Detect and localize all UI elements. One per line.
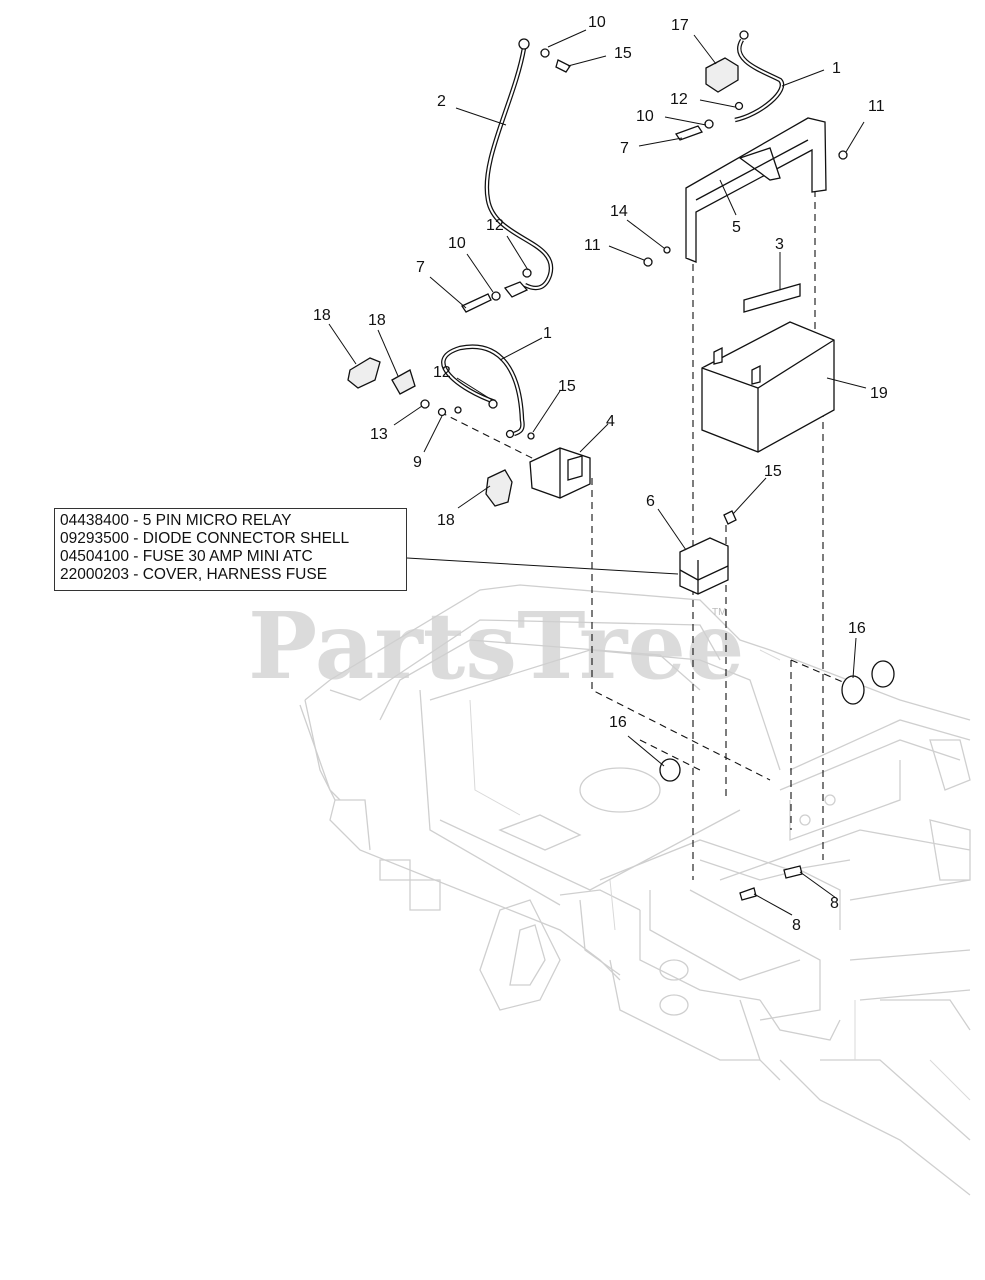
leader-lines bbox=[328, 29, 867, 916]
bolts-8 bbox=[739, 865, 803, 901]
callout-19: 19 bbox=[870, 385, 888, 402]
callout-7: 7 bbox=[620, 140, 629, 157]
callout-12: 12 bbox=[433, 364, 451, 381]
callout-6: 6 bbox=[646, 493, 655, 510]
callout-14: 14 bbox=[610, 203, 628, 220]
callout-9: 9 bbox=[413, 454, 422, 471]
terminal-boots-18 bbox=[347, 357, 513, 507]
relay-fuse-block-6 bbox=[679, 510, 737, 595]
callout-12: 12 bbox=[486, 217, 504, 234]
callout-15: 15 bbox=[614, 45, 632, 62]
battery-pad-3 bbox=[743, 283, 801, 313]
legend-line: 04504100 - FUSE 30 AMP MINI ATC bbox=[60, 548, 313, 565]
callout-13: 13 bbox=[370, 426, 388, 443]
callout-4: 4 bbox=[606, 413, 615, 430]
battery-19 bbox=[701, 321, 835, 453]
callout-1: 1 bbox=[832, 60, 841, 77]
callout-8: 8 bbox=[792, 917, 801, 934]
callout-8: 8 bbox=[830, 895, 839, 912]
callout-18: 18 bbox=[437, 512, 455, 529]
starter-solenoid-4 bbox=[529, 447, 591, 499]
callout-16: 16 bbox=[609, 714, 627, 731]
callout-10: 10 bbox=[588, 14, 606, 31]
callout-10: 10 bbox=[636, 108, 654, 125]
battery-cable-1-lower bbox=[441, 344, 525, 439]
legend-line: 09293500 - DIODE CONNECTOR SHELL bbox=[60, 530, 350, 547]
callout-18: 18 bbox=[313, 307, 331, 324]
callout-15: 15 bbox=[558, 378, 576, 395]
hardware-13-9 bbox=[420, 399, 535, 440]
callout-labels: 10 15 2 12 10 7 17 1 12 10 7 11 5 14 11 … bbox=[313, 14, 888, 934]
callout-15: 15 bbox=[764, 463, 782, 480]
mower-frame bbox=[299, 584, 971, 1196]
watermark-tm: TM bbox=[712, 607, 726, 618]
callout-11: 11 bbox=[868, 98, 885, 115]
battery-cable-1-top bbox=[675, 30, 785, 141]
callout-12: 12 bbox=[670, 91, 688, 108]
callout-11: 11 bbox=[584, 237, 601, 254]
callout-16: 16 bbox=[848, 620, 866, 637]
legend-line: 04438400 - 5 PIN MICRO RELAY bbox=[60, 512, 292, 529]
callout-3: 3 bbox=[775, 236, 784, 253]
part-number-legend: 04438400 - 5 PIN MICRO RELAY 09293500 - … bbox=[54, 508, 407, 591]
callout-2: 2 bbox=[437, 93, 446, 110]
legend-line: 22000203 - COVER, HARNESS FUSE bbox=[60, 566, 328, 583]
alignment-lines bbox=[439, 190, 851, 880]
battery-bracket-5 bbox=[643, 117, 848, 267]
callout-5: 5 bbox=[732, 219, 741, 236]
battery-cable-2 bbox=[461, 38, 571, 313]
grommets-16 bbox=[659, 660, 895, 782]
callout-7: 7 bbox=[416, 259, 425, 276]
callout-17: 17 bbox=[671, 17, 689, 34]
callout-1: 1 bbox=[543, 325, 552, 342]
watermark: PartsTree bbox=[248, 592, 744, 700]
callout-10: 10 bbox=[448, 235, 466, 252]
callout-18: 18 bbox=[368, 312, 386, 329]
